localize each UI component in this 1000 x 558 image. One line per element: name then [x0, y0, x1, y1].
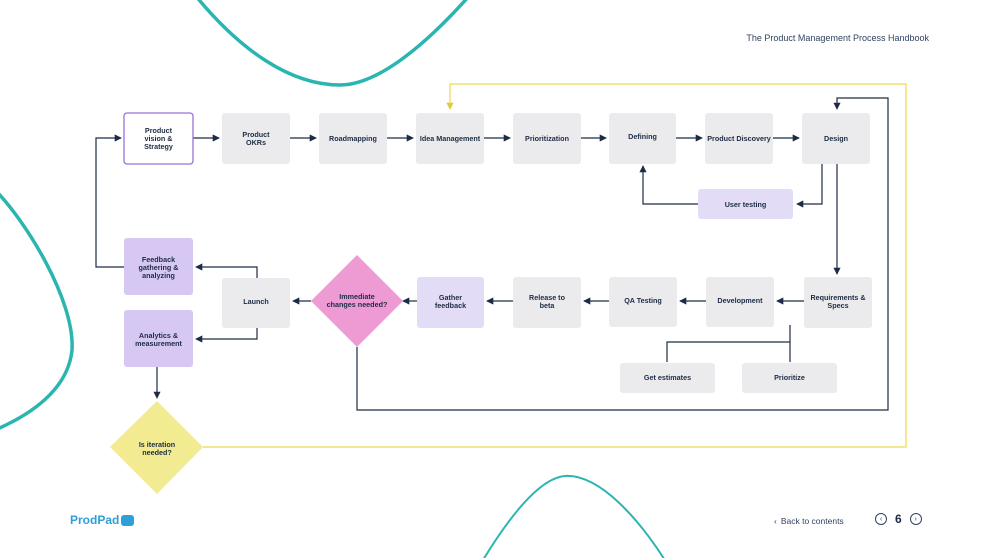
node-label-line: Is iteration	[139, 440, 175, 449]
pagination: ‹ 6 ›	[875, 512, 922, 526]
decorative-curves	[0, 0, 665, 558]
back-to-contents-label: Back to contents	[780, 516, 844, 526]
node-requirements-specs: Requirements & Specs	[804, 277, 872, 328]
logo-text: ProdPad	[70, 513, 120, 527]
node-label-line: Release to	[529, 293, 566, 302]
document-title: The Product Management Process Handbook	[746, 33, 929, 43]
logo-mark-icon	[121, 514, 135, 526]
node-product-okrs: Product OKRs	[222, 113, 290, 164]
node-label-line: Analytics &	[139, 331, 178, 340]
node-label-line: Product	[145, 126, 173, 135]
back-to-contents-link[interactable]: ‹ Back to contents	[774, 516, 844, 526]
node-label-line: QA Testing	[624, 296, 662, 305]
node-label-line: Strategy	[144, 142, 173, 151]
node-label-line: Product Discovery	[707, 134, 771, 143]
node-product-discovery: Product Discovery	[705, 113, 773, 164]
node-analytics-measurement: Analytics & measurement	[124, 310, 193, 367]
node-label-line: Development	[717, 296, 763, 305]
decision-immediate-changes: Immediate changes needed?	[311, 255, 403, 347]
node-release-to-beta: Release to beta	[513, 277, 581, 328]
node-idea-management: Idea Management	[416, 113, 484, 164]
top-curve	[196, 0, 468, 87]
prodpad-logo[interactable]: ProdPad	[70, 513, 135, 527]
node-label-line: Requirements &	[810, 293, 865, 302]
node-roadmapping: Roadmapping	[319, 113, 387, 164]
circle-chevron-right-icon[interactable]: ›	[909, 513, 922, 525]
node-get-estimates: Get estimates	[620, 363, 715, 393]
node-label-line: Roadmapping	[329, 134, 377, 143]
node-label-line: User testing	[725, 200, 767, 209]
bottom-curve	[483, 474, 665, 558]
node-label-line: Prioritize	[774, 373, 805, 382]
page-number: 6	[895, 512, 902, 526]
node-label-line: Feedback	[142, 255, 175, 264]
node-feedback-gathering: Feedback gathering & analyzing	[124, 238, 193, 295]
node-launch: Launch	[222, 278, 290, 328]
node-label-line: OKRs	[246, 138, 266, 147]
node-label-line: Prioritization	[525, 134, 569, 143]
node-label-line: Immediate	[339, 292, 375, 301]
node-label-line: Idea Management	[420, 134, 481, 143]
node-label-line: Defining	[628, 132, 657, 141]
node-label-line: Launch	[243, 297, 269, 306]
chevron-left-icon: ‹	[774, 516, 777, 526]
node-label-line: Specs	[827, 301, 848, 310]
circle-chevron-left-icon[interactable]: ‹	[875, 513, 887, 525]
node-label-line: Product	[242, 130, 270, 139]
left-curve	[0, 192, 74, 430]
node-label-line: needed?	[142, 448, 172, 457]
node-label-line: Design	[824, 134, 848, 143]
node-qa-testing: QA Testing	[609, 277, 677, 327]
node-gather-feedback: Gather feedback	[417, 277, 484, 328]
node-label-line: measurement	[135, 339, 182, 348]
node-defining: Defining	[609, 113, 676, 164]
node-label-line: Get estimates	[644, 373, 691, 382]
node-label-line: beta	[540, 301, 556, 310]
node-label-line: gathering &	[139, 263, 179, 272]
node-product-vision: Product vision & Strategy	[123, 112, 194, 165]
iteration-loop-line	[203, 83, 907, 448]
node-label-line: Gather	[439, 293, 462, 302]
node-design: Design	[802, 113, 870, 164]
node-label-line: feedback	[435, 301, 466, 310]
node-prioritization: Prioritization	[513, 113, 581, 164]
node-label-line: vision &	[145, 134, 173, 143]
connectors	[95, 97, 889, 411]
node-user-testing: User testing	[698, 189, 793, 219]
node-prioritize: Prioritize	[742, 363, 837, 393]
node-development: Development	[706, 277, 774, 327]
decision-iteration-needed: Is iteration needed?	[110, 401, 203, 494]
node-label-line: changes needed?	[327, 300, 388, 309]
node-label-line: analyzing	[142, 271, 175, 280]
